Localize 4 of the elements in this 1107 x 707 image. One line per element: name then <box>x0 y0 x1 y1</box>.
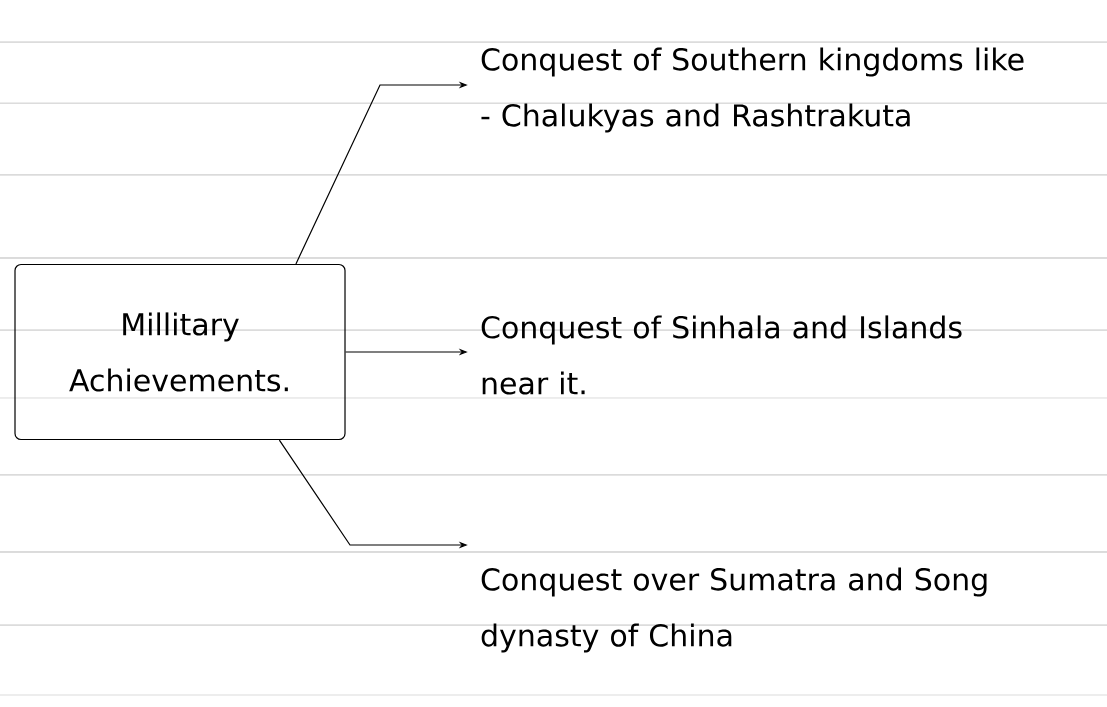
note-text: Conquest of Sinhala and Islands near it. <box>481 315 962 395</box>
note-text: Conquest of Southern kingdoms like - Chalukyas and Rashtrakuta <box>481 47 1024 133</box>
category-box: Millitary Achievements. <box>14 263 346 441</box>
note-text: Conquest over Sumatra and Song dynasty of China <box>481 567 987 653</box>
